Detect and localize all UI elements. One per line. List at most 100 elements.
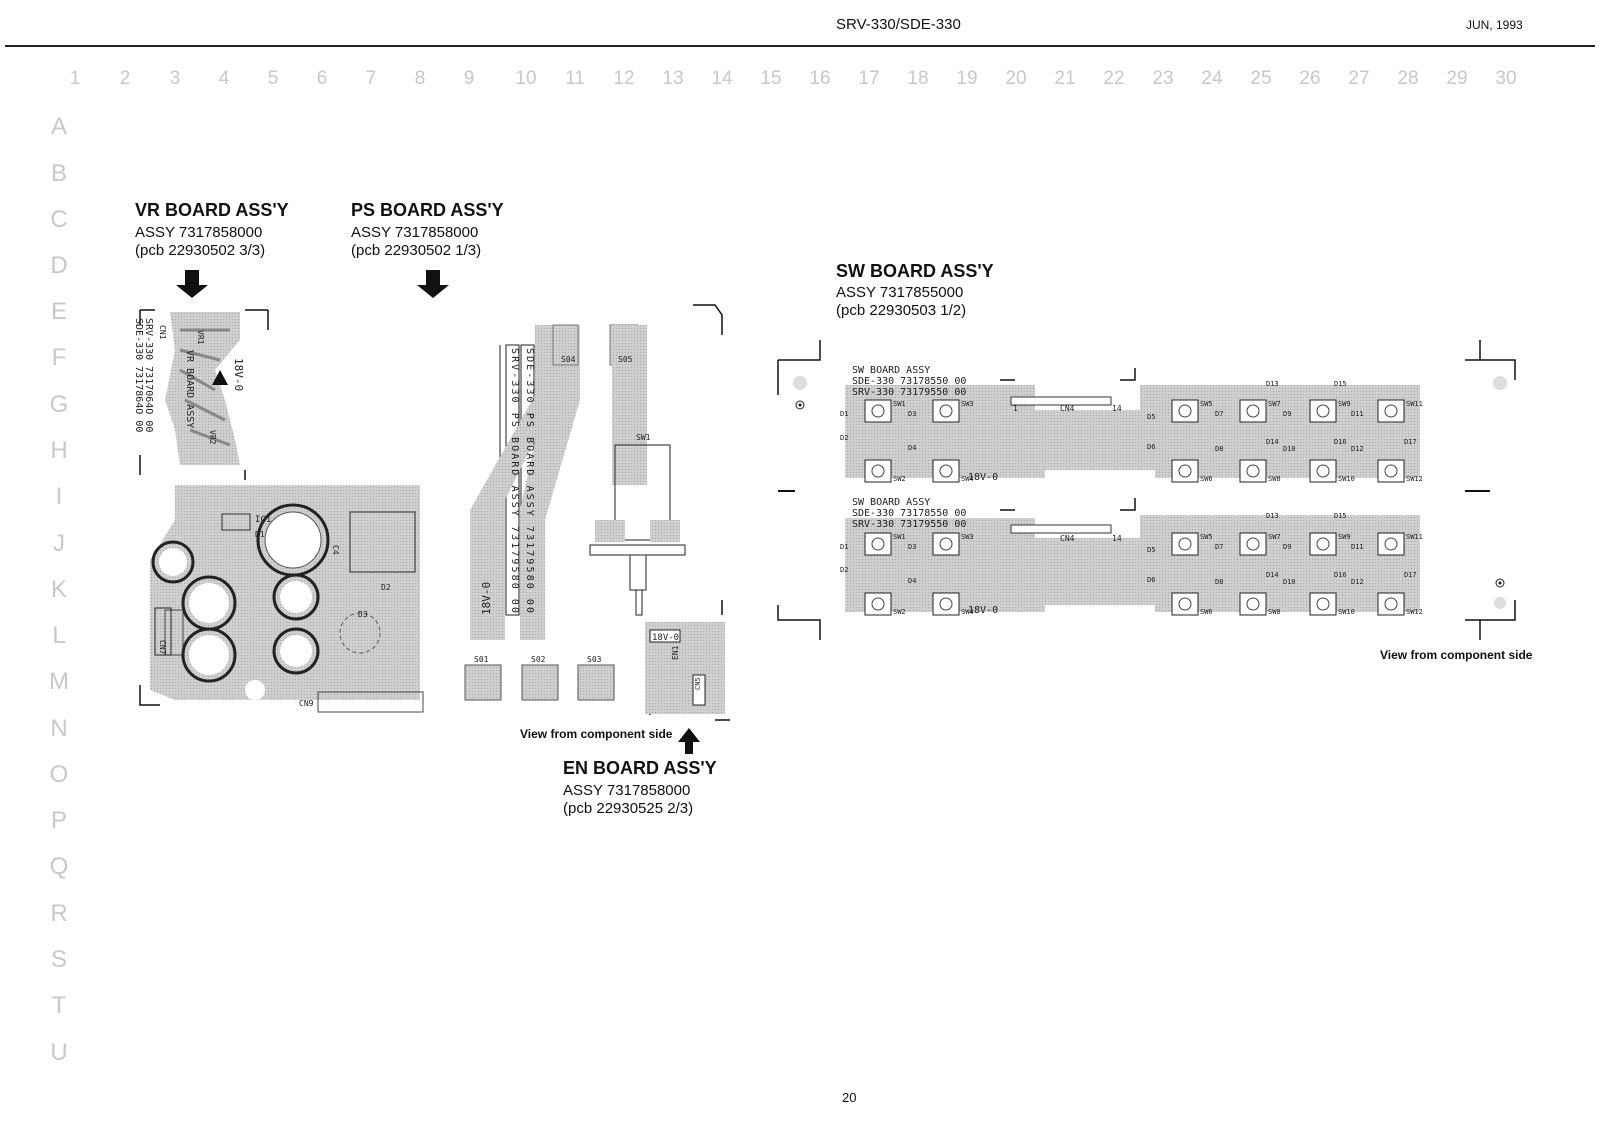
vr-ref-vr2: VR2 bbox=[208, 430, 217, 445]
sw-switch-labels-bottom: SW1 SW2 SW3 SW4 SW5 SW6 SW7 SW8 SW9 SW10… bbox=[893, 533, 1423, 616]
sw-connector: CN4 bbox=[1060, 404, 1075, 413]
grid-col: 29 bbox=[1446, 68, 1468, 89]
sw-label: SW5 bbox=[1200, 400, 1213, 408]
grid-row: S bbox=[50, 946, 67, 973]
sw-diode-labels-bottom: D1 D2 D3 D4 D5 D6 D7 D8 D9 D10 D11 D12 D… bbox=[840, 512, 1417, 586]
grid-row: B bbox=[50, 160, 67, 187]
vr-ref-cn7: CN7 bbox=[158, 640, 167, 655]
grid-row: E bbox=[50, 298, 67, 325]
diode-label: D11 bbox=[1351, 410, 1364, 418]
vr-ref-cn1: CN1 bbox=[158, 325, 167, 340]
grid-row: D bbox=[50, 252, 68, 279]
ps-ref-s04: S04 bbox=[561, 355, 576, 364]
diode-label: D5 bbox=[1147, 413, 1155, 421]
grid-row: R bbox=[50, 900, 68, 927]
sw-pin-14: 14 bbox=[1112, 404, 1122, 413]
sw-mark-18v: 18V-0 bbox=[968, 605, 998, 616]
sw-switch-labels: SW1 SW2 SW3 SW4 SW5 SW6 SW7 SW8 SW9 SW10… bbox=[893, 400, 1423, 483]
grid-row: C bbox=[50, 206, 68, 233]
diode-label: D2 bbox=[840, 566, 848, 574]
sw-label: SW8 bbox=[1268, 475, 1281, 483]
sw-pin-1: 1 bbox=[1013, 404, 1018, 413]
sw-label: SW10 bbox=[1338, 475, 1355, 483]
grid-row: F bbox=[51, 344, 67, 371]
ps-board-pcb: (pcb 22930502 1/3) bbox=[351, 242, 482, 259]
grid-col: 1 bbox=[69, 68, 81, 89]
grid-col: 5 bbox=[267, 68, 279, 89]
sw-mark-18v: 18V-0 bbox=[968, 472, 998, 483]
diode-label: D16 bbox=[1334, 438, 1347, 446]
grid-row: P bbox=[50, 807, 67, 834]
sw-board-pcb: (pcb 22930503 1/2) bbox=[836, 302, 967, 319]
sw-silk-line-3: SRV-330 73179550 00 bbox=[852, 519, 966, 530]
sw-label: SW11 bbox=[1406, 533, 1423, 541]
grid-col: 10 bbox=[515, 68, 537, 89]
grid-col: 16 bbox=[809, 68, 831, 89]
vr-silk-name: VR BOARD ASSY bbox=[184, 350, 195, 428]
grid-row: H bbox=[50, 437, 68, 464]
vr-ref-d1: D1 bbox=[255, 530, 265, 539]
sw-label: SW7 bbox=[1268, 533, 1281, 541]
sw-silk-line-1: SW BOARD ASSY bbox=[852, 365, 930, 376]
grid-col: 9 bbox=[463, 68, 475, 89]
diode-label: D14 bbox=[1266, 571, 1279, 579]
vr-board-title: VR BOARD ASS'Y bbox=[135, 200, 289, 220]
ps-board-assy: ASSY 7317858000 bbox=[351, 224, 479, 241]
sw-label: SW9 bbox=[1338, 533, 1351, 541]
grid-col: 30 bbox=[1495, 68, 1517, 89]
diode-label: D4 bbox=[908, 444, 916, 452]
vr-ref-d2: D2 bbox=[381, 583, 391, 592]
diode-label: D1 bbox=[840, 543, 848, 551]
grid-col: 25 bbox=[1250, 68, 1272, 89]
en-view-note: View from component side bbox=[520, 727, 673, 741]
diode-label: D9 bbox=[1283, 410, 1291, 418]
vr-ref-vr1: VR1 bbox=[196, 330, 205, 345]
vr-ref-c4: C4 bbox=[331, 545, 340, 555]
en-board-pcb: (pcb 22930525 2/3) bbox=[563, 800, 694, 817]
grid-col: 23 bbox=[1152, 68, 1174, 89]
sw-label: SW12 bbox=[1406, 608, 1423, 616]
sw-board bbox=[777, 340, 1516, 640]
grid-row: J bbox=[53, 530, 65, 557]
en-ref-en1: EN1 bbox=[671, 645, 680, 660]
grid-col: 28 bbox=[1397, 68, 1419, 89]
diode-label: D10 bbox=[1283, 445, 1296, 453]
diode-label: D3 bbox=[908, 543, 916, 551]
grid-col: 3 bbox=[169, 68, 181, 89]
grid-col: 6 bbox=[316, 68, 328, 89]
grid-row: N bbox=[50, 715, 68, 742]
sw-label: SW5 bbox=[1200, 533, 1213, 541]
sw-diode-labels: D1 D2 D3 D4 D5 D6 D7 D8 D9 D10 D11 D12 D… bbox=[840, 380, 1417, 453]
sw-pin-14: 14 bbox=[1112, 534, 1122, 543]
en-mark-18v: 18V-0 bbox=[652, 633, 679, 643]
sw-board-title: SW BOARD ASS'Y bbox=[836, 261, 994, 281]
grid-row: A bbox=[50, 113, 67, 140]
vr-arrow-icon bbox=[176, 270, 208, 298]
vr-ref-d3: D3 bbox=[358, 610, 368, 619]
grid-col: 4 bbox=[218, 68, 230, 89]
grid-col: 12 bbox=[613, 68, 635, 89]
grid-row: I bbox=[55, 483, 63, 510]
revision-date: JUN, 1993 bbox=[1466, 18, 1523, 32]
vr-silk-line-2: SDE-330 7317864O 00 bbox=[133, 318, 144, 432]
sw-view-note: View from component side bbox=[1380, 648, 1533, 662]
en-board-assy: ASSY 7317858000 bbox=[563, 782, 691, 799]
ps-board-title: PS BOARD ASS'Y bbox=[351, 200, 504, 220]
model-title: SRV-330/SDE-330 bbox=[836, 16, 961, 33]
sw-label: SW9 bbox=[1338, 400, 1351, 408]
ps-arrow-icon bbox=[417, 270, 449, 298]
diode-label: D11 bbox=[1351, 543, 1364, 551]
grid-col: 17 bbox=[858, 68, 880, 89]
sw-label: SW10 bbox=[1338, 608, 1355, 616]
diode-label: D16 bbox=[1334, 571, 1347, 579]
sw-label: SW7 bbox=[1268, 400, 1281, 408]
sw-label: SW1 bbox=[893, 533, 906, 541]
vr-board-pcb: (pcb 22930502 3/3) bbox=[135, 242, 266, 259]
ps-board bbox=[464, 304, 723, 701]
sw-label: SW1 bbox=[893, 400, 906, 408]
vr-board-lower bbox=[139, 485, 424, 713]
diode-label: D6 bbox=[1147, 576, 1155, 584]
ps-ref-s03: S03 bbox=[587, 655, 602, 664]
header-rule bbox=[5, 45, 1595, 47]
